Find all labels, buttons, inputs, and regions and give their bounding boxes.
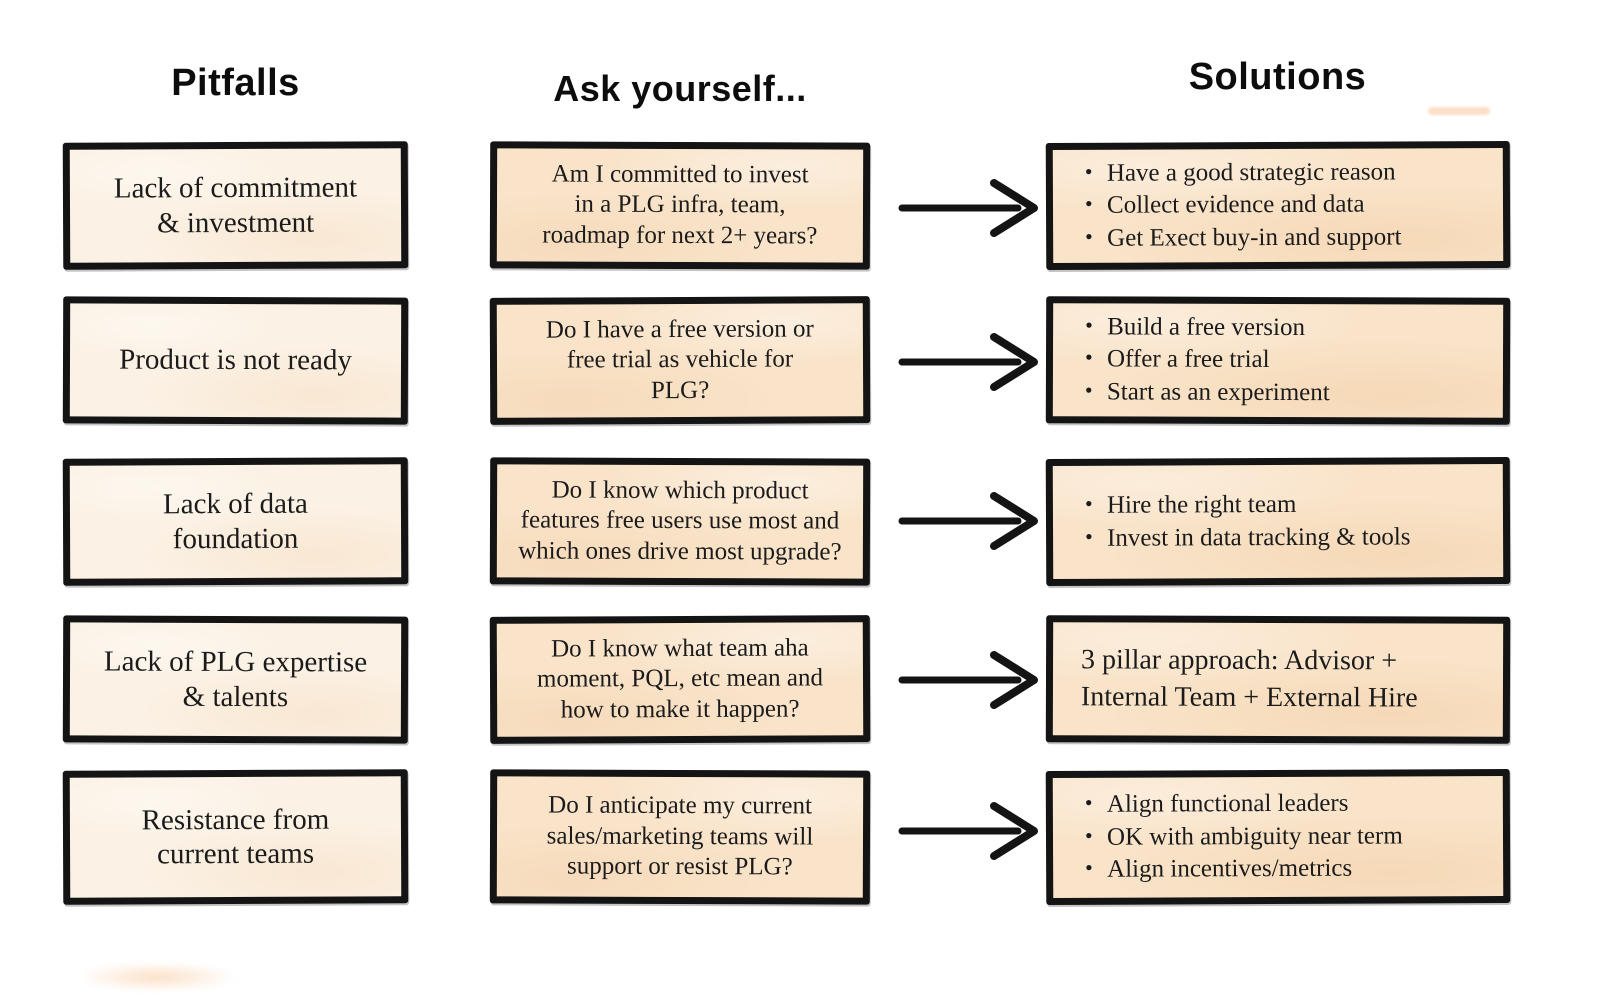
question-box-commitment: Am I committed to invest in a PLG infra,… — [489, 141, 871, 270]
solution-item: Offer a free trial — [1081, 344, 1330, 377]
solution-box-expertise: 3 pillar approach: Advisor + Internal Te… — [1045, 615, 1511, 744]
column-header-solutions: Solutions — [1188, 56, 1367, 98]
pitfall-text: Resistance from — [141, 803, 330, 837]
question-text: free trial as vehicle for — [566, 345, 794, 374]
pitfall-text: Lack of commitment — [113, 171, 358, 205]
question-text: how to make it happen? — [560, 695, 800, 724]
solution-item: OK with ambiguity near term — [1081, 820, 1403, 854]
question-text: support or resist PLG? — [567, 852, 793, 881]
solution-item: Collect evidence and data — [1081, 189, 1402, 223]
question-text: Do I know which product — [551, 476, 809, 505]
solution-item: Hire the right team — [1081, 488, 1411, 522]
pitfall-box-resistance: Resistance from current teams — [62, 769, 409, 905]
pitfall-text: Product is not ready — [119, 343, 352, 377]
solution-list: Hire the right team Invest in data track… — [1081, 488, 1411, 554]
question-box-resistance: Do I anticipate my current sales/marketi… — [489, 769, 871, 905]
solution-item: Have a good strategic reason — [1081, 156, 1402, 190]
solution-item: Get Exect buy-in and support — [1081, 221, 1402, 255]
question-text: roadmap for next 2+ years? — [542, 221, 818, 250]
pitfall-box-product: Product is not ready — [62, 296, 409, 425]
question-text: which ones drive most upgrade? — [518, 537, 842, 566]
question-text: Do I anticipate my current — [548, 791, 813, 820]
question-box-product: Do I have a free version or free trial a… — [489, 296, 871, 425]
right-arrow-icon — [898, 329, 1044, 395]
pitfall-text: & talents — [182, 680, 289, 713]
pitfall-text: foundation — [172, 522, 299, 555]
solution-item: Align functional leaders — [1081, 788, 1403, 822]
question-box-expertise: Do I know what team aha moment, PQL, etc… — [489, 615, 871, 744]
question-text: in a PLG infra, team, — [574, 190, 786, 219]
solution-box-data: Hire the right team Invest in data track… — [1045, 456, 1511, 587]
question-text: Do I have a free version or — [545, 315, 814, 344]
solution-item: Build a free version — [1081, 311, 1330, 344]
solution-item: Align incentives/metrics — [1081, 853, 1403, 887]
right-arrow-icon — [898, 175, 1044, 241]
question-text: features free users use most and — [520, 506, 840, 535]
solution-box-commitment: Have a good strategic reason Collect evi… — [1045, 140, 1511, 271]
pitfall-box-data: Lack of data foundation — [62, 457, 409, 586]
solution-box-product: Build a free version Offer a free trial … — [1045, 296, 1511, 425]
right-arrow-icon — [898, 647, 1044, 713]
right-arrow-icon — [898, 488, 1044, 554]
solution-list: Have a good strategic reason Collect evi… — [1081, 156, 1402, 255]
solution-list: Build a free version Offer a free trial … — [1081, 311, 1330, 409]
solution-list: Align functional leaders OK with ambigui… — [1081, 788, 1403, 887]
solution-text: Internal Team + External Hire — [1080, 680, 1418, 713]
question-box-data: Do I know which product features free us… — [489, 457, 871, 586]
solution-item: Invest in data tracking & tools — [1081, 521, 1411, 555]
question-text: PLG? — [650, 376, 710, 404]
question-text: moment, PQL, etc mean and — [536, 664, 824, 693]
pitfall-text: current teams — [156, 837, 315, 871]
column-header-ask-yourself: Ask yourself... — [553, 68, 807, 109]
question-text: Am I committed to invest — [551, 160, 809, 189]
column-header-pitfalls: Pitfalls — [171, 62, 300, 104]
question-text: sales/marketing teams will — [546, 822, 814, 851]
pitfall-box-expertise: Lack of PLG expertise & talents — [62, 615, 409, 744]
pitfall-box-commitment: Lack of commitment & investment — [62, 141, 409, 270]
question-text: Do I know what team aha — [551, 634, 809, 663]
pitfall-text: Lack of PLG expertise — [103, 645, 368, 679]
solution-text: 3 pillar approach: Advisor + — [1081, 644, 1398, 677]
pitfall-text: Lack of data — [162, 487, 308, 521]
solution-item: Start as an experiment — [1081, 376, 1330, 409]
watercolor-smudge — [1428, 107, 1490, 115]
right-arrow-icon — [898, 798, 1044, 864]
watercolor-smudge — [85, 960, 265, 994]
pitfall-text: & investment — [156, 206, 315, 239]
solution-box-resistance: Align functional leaders OK with ambigui… — [1045, 768, 1511, 906]
